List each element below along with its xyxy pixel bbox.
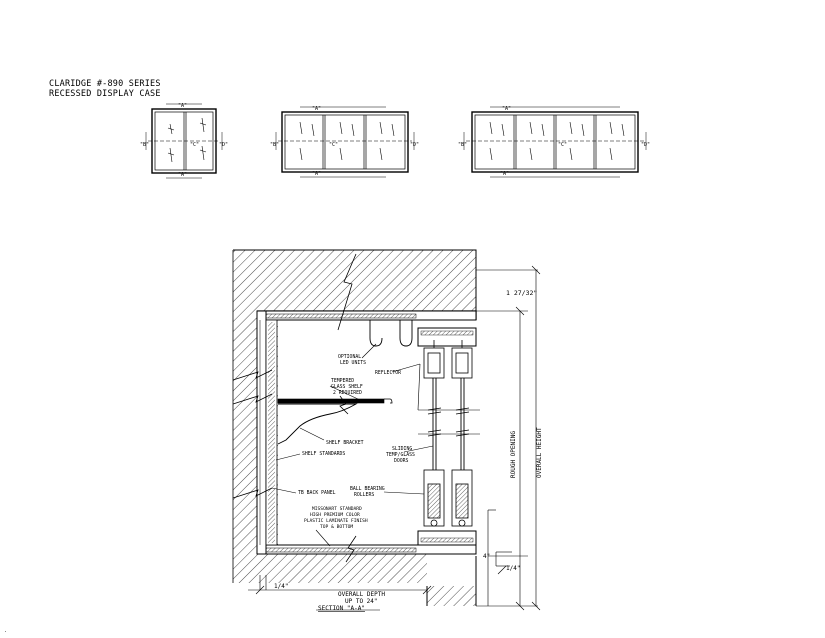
label-sliding-3: DOORS (394, 458, 409, 464)
dim-bottom-four: 4" (483, 553, 490, 560)
label-laminate-2: HIGH PREMIUM COLOR (310, 512, 360, 518)
elevation-three-panel (275, 106, 415, 178)
dim-rough-opening: ROUGH OPENING (510, 431, 517, 478)
label-tempered-3: 2 REQUIRED (333, 390, 362, 396)
wall-hatch (233, 250, 476, 606)
elev2-tag-a-top: "A" (312, 106, 321, 112)
label-tempered-2: GLASS SHELF (331, 384, 363, 390)
elev2-tag-a-bottom: "A" (312, 171, 321, 177)
elev2-tag-d: "D" (410, 142, 419, 148)
label-ball-bearing-1: BALL BEARING (350, 486, 385, 492)
label-tb-back-panel: TB BACK PANEL (298, 490, 336, 496)
title-line-2: RECESSED DISPLAY CASE (49, 89, 161, 99)
label-sliding-1: SLIDING (392, 446, 412, 452)
elev2-tag-c: "C" (329, 142, 338, 148)
elev1-tag-d: "D" (219, 142, 228, 148)
label-overall-depth-1: OVERALL DEPTH (338, 591, 385, 598)
dim-overall-height: OVERALL HEIGHT (536, 427, 543, 478)
elev1-tag-b: "B" (140, 142, 149, 148)
drawing-title: CLARIDGE #-890 SERIES RECESSED DISPLAY C… (49, 79, 161, 99)
elev2-tag-b: "B" (270, 142, 279, 148)
label-reflector: REFLECTOR (375, 370, 401, 376)
label-shelf-bracket: SHELF BRACKET (326, 440, 364, 446)
elev3-tag-a-bottom: "A" (500, 171, 509, 177)
section-a-a (232, 249, 541, 611)
label-ball-bearing-2: ROLLERS (354, 492, 374, 498)
elevation-two-panel (145, 103, 223, 179)
label-overall-depth-2: UP TO 24" (345, 598, 378, 605)
elevation-four-panel (463, 106, 647, 178)
label-sliding-2: TEMP/GLASS (386, 452, 415, 458)
label-tempered-1: TEMPERED (331, 378, 354, 384)
corner-mark: . (4, 628, 7, 634)
label-laminate-1: MISSONART STANDARD (312, 506, 362, 512)
elev3-tag-a-top: "A" (502, 106, 511, 112)
elev3-tag-d: "D" (641, 142, 650, 148)
label-led-1: OPTIONAL (338, 354, 361, 360)
label-shelf-standards: SHELF STANDARDS (302, 451, 345, 457)
elev3-tag-c: "C" (558, 142, 567, 148)
section-labels: OPTIONAL LED UNITS REFLECTOR TEMPERED GL… (274, 289, 543, 612)
elev1-tag-c: "C" (190, 142, 199, 148)
label-laminate-3: PLASTIC LAMINATE FINISH (304, 518, 368, 524)
elev3-tag-b: "B" (458, 142, 467, 148)
label-laminate-4: TOP & BOTTOM (320, 524, 353, 530)
elev1-tag-a-bottom: "A" (178, 172, 187, 178)
dim-left-quarter: 1/4" (274, 583, 288, 590)
dim-bottom-quarter: 1/4" (506, 565, 520, 572)
label-led-2: LED UNITS (340, 360, 366, 366)
title-line-1: CLARIDGE #-890 SERIES (49, 79, 161, 89)
dim-top-offset: 1 27/32" (506, 289, 537, 297)
elev1-tag-a-top: "A" (178, 103, 187, 109)
section-title: SECTION "A-A" (318, 605, 365, 612)
